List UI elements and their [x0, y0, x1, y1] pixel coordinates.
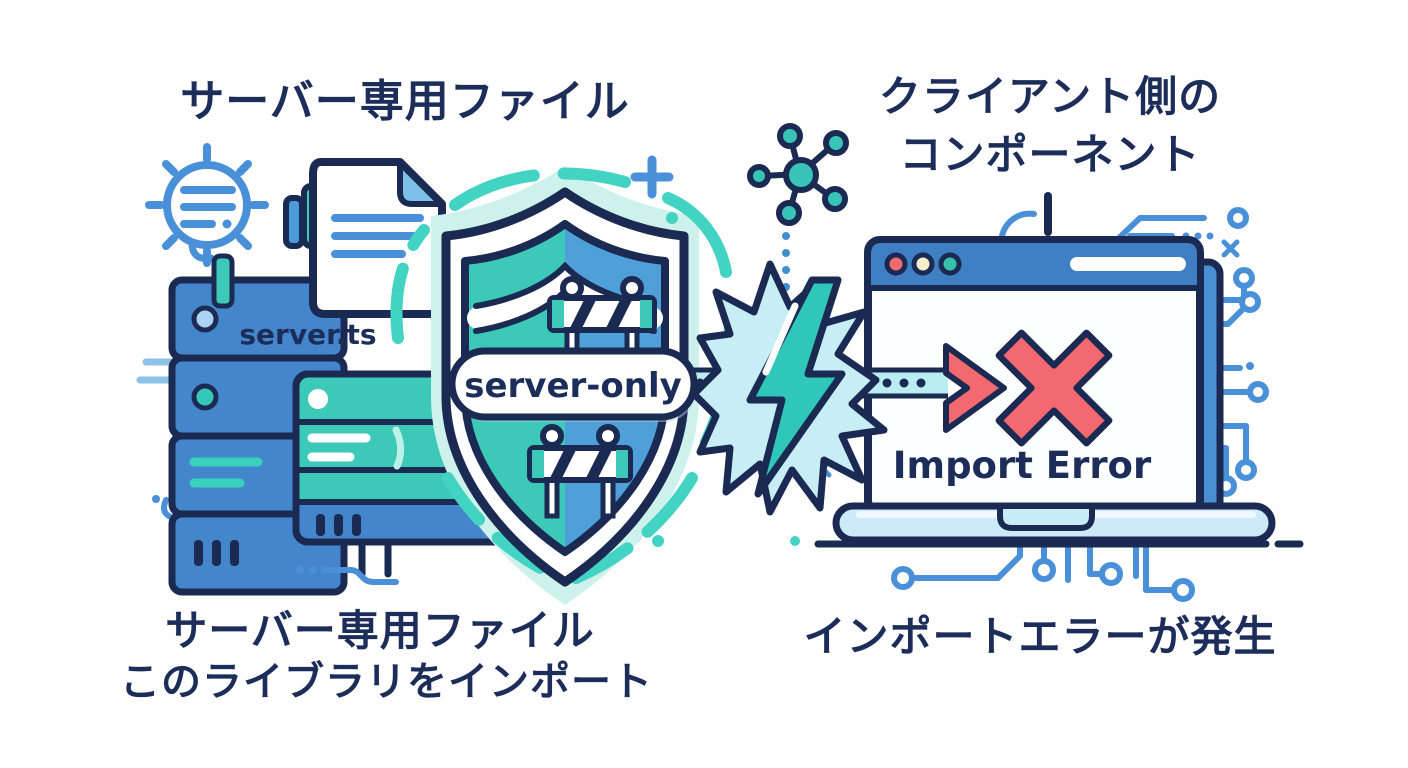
error-cross-icon — [995, 329, 1113, 447]
traffic-light-dots — [884, 252, 962, 276]
laptop-base — [814, 502, 1304, 548]
right-caption: インポートエラーが発生 — [803, 612, 1277, 661]
server-only-badge-shape — [448, 347, 698, 422]
server-only-badge-label: server-only — [464, 366, 682, 406]
molecule-icon — [747, 123, 849, 226]
client-title-line2: コンポーネント — [899, 130, 1201, 179]
client-title-line1: クライアント側の — [878, 72, 1222, 121]
error-chevron-icon — [943, 343, 1007, 433]
gear-bubble-icon — [145, 143, 269, 267]
server-file-label: server.ts — [239, 318, 377, 351]
circuit-traces-bottom — [891, 543, 1195, 602]
url-bar — [1070, 257, 1186, 271]
browser-titlebar — [865, 237, 1203, 291]
blue-arc — [999, 210, 1037, 239]
lightning-icon — [746, 276, 846, 498]
server-rack-left — [168, 276, 348, 596]
barrier-icon-bottom — [527, 424, 633, 519]
left-title: サーバー専用ファイル — [180, 76, 630, 127]
left-caption-line1: サーバー専用ファイル — [165, 606, 595, 655]
x-mark-icon-right — [1221, 239, 1240, 258]
laptop-notch — [997, 503, 1095, 531]
left-caption-line2: このライブラリをインポート — [120, 659, 653, 705]
speed-lines — [136, 358, 174, 384]
barrier-icon-top — [547, 276, 657, 353]
plus-icon — [630, 155, 674, 199]
import-error-text: Import Error — [892, 444, 1152, 487]
